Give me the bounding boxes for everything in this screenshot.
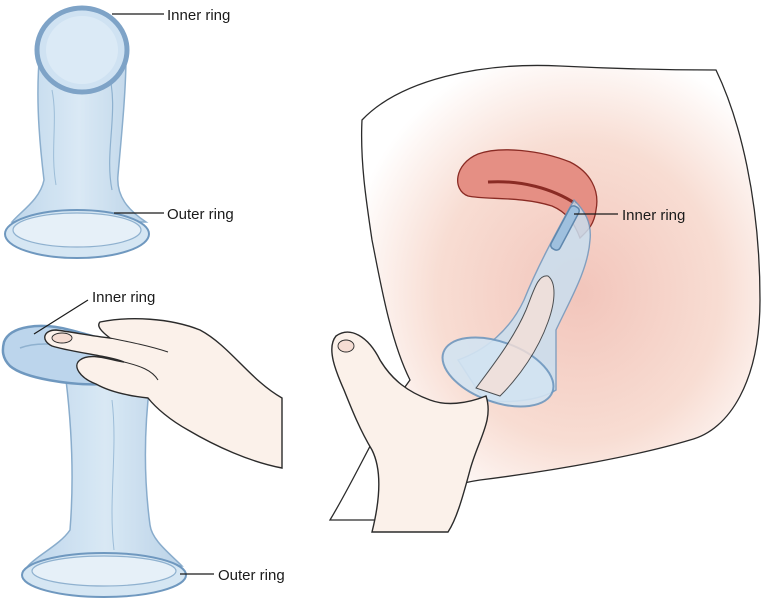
label-right-inner-ring: Inner ring xyxy=(622,207,685,224)
finger-inside xyxy=(475,275,555,397)
inner-ring-inserted xyxy=(549,205,581,251)
hand xyxy=(44,318,283,469)
label-bottom-outer-ring: Outer ring xyxy=(218,567,285,584)
thumbnail-nail xyxy=(51,332,73,344)
label-bottom-inner-ring: Inner ring xyxy=(92,289,155,306)
leader-line-bottom-inner xyxy=(33,299,89,335)
thumb-nail xyxy=(337,339,355,353)
condom-standalone xyxy=(4,5,150,259)
label-top-outer-ring: Outer ring xyxy=(167,206,234,223)
condom-squeeze-illustration xyxy=(1,318,283,598)
insertion-cross-section xyxy=(328,64,761,533)
inserting-hand xyxy=(331,331,489,533)
label-top-inner-ring: Inner ring xyxy=(167,7,230,24)
